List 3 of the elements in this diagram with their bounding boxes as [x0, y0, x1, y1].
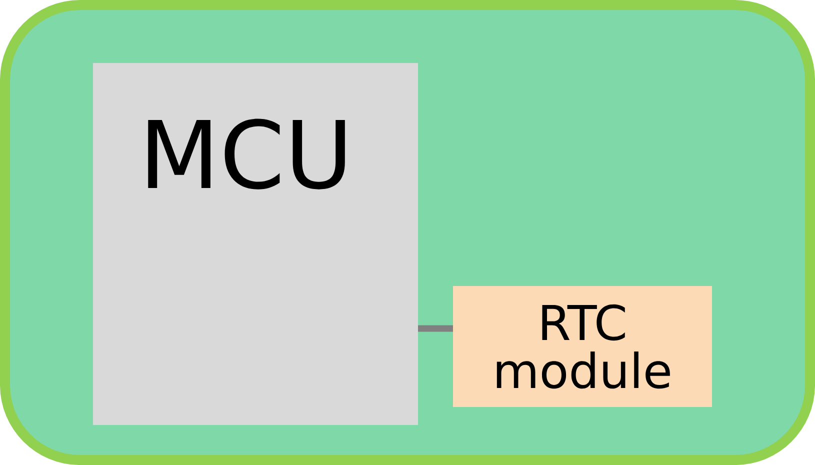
connector-line	[418, 325, 453, 332]
processor-box: MCU	[93, 63, 418, 425]
module-box: RTC module	[453, 286, 712, 407]
